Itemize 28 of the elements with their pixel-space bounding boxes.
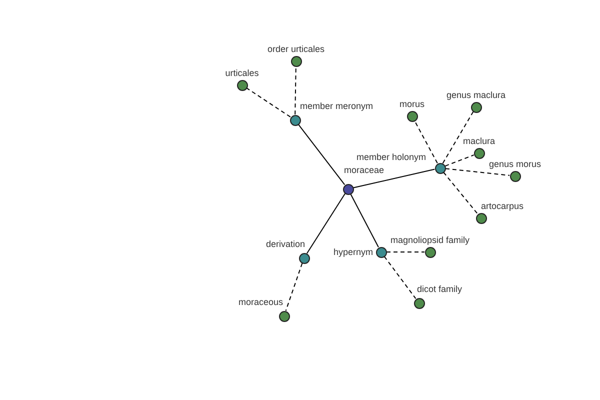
- connector-line: [298, 124, 346, 186]
- node-label: member meronym: [300, 101, 374, 111]
- node-label: member holonym: [356, 152, 426, 162]
- node-label: morus: [400, 99, 424, 109]
- node-label: order urticales: [267, 44, 325, 54]
- node-label: hypernym: [333, 247, 373, 257]
- dashed-connector-line: [285, 262, 303, 312]
- dashed-connector-line: [444, 168, 510, 176]
- node-label: artocarpus: [481, 201, 524, 211]
- node-label: magnoliopsid family: [390, 235, 470, 245]
- connector-line: [350, 193, 379, 248]
- node-label: derivation: [266, 239, 305, 249]
- node-label: moraceous: [238, 297, 283, 307]
- node-label: urticales: [225, 68, 259, 78]
- node-label: maclura: [463, 136, 495, 146]
- dashed-connector-line: [414, 120, 438, 164]
- node-label: genus morus: [488, 159, 542, 169]
- connector-line: [352, 168, 436, 188]
- dashed-connector-line: [444, 154, 474, 167]
- node-label: moraceae: [344, 165, 384, 175]
- dashed-connector-line: [246, 88, 291, 118]
- node-label: dicot family: [417, 284, 462, 294]
- dashed-connector-line: [443, 172, 478, 214]
- dashed-connector-line: [294, 66, 296, 115]
- node-label: genus maclura: [446, 90, 506, 100]
- dashed-connector-line: [442, 111, 474, 164]
- connector-line: [306, 193, 346, 254]
- dashed-connector-line: [384, 256, 416, 300]
